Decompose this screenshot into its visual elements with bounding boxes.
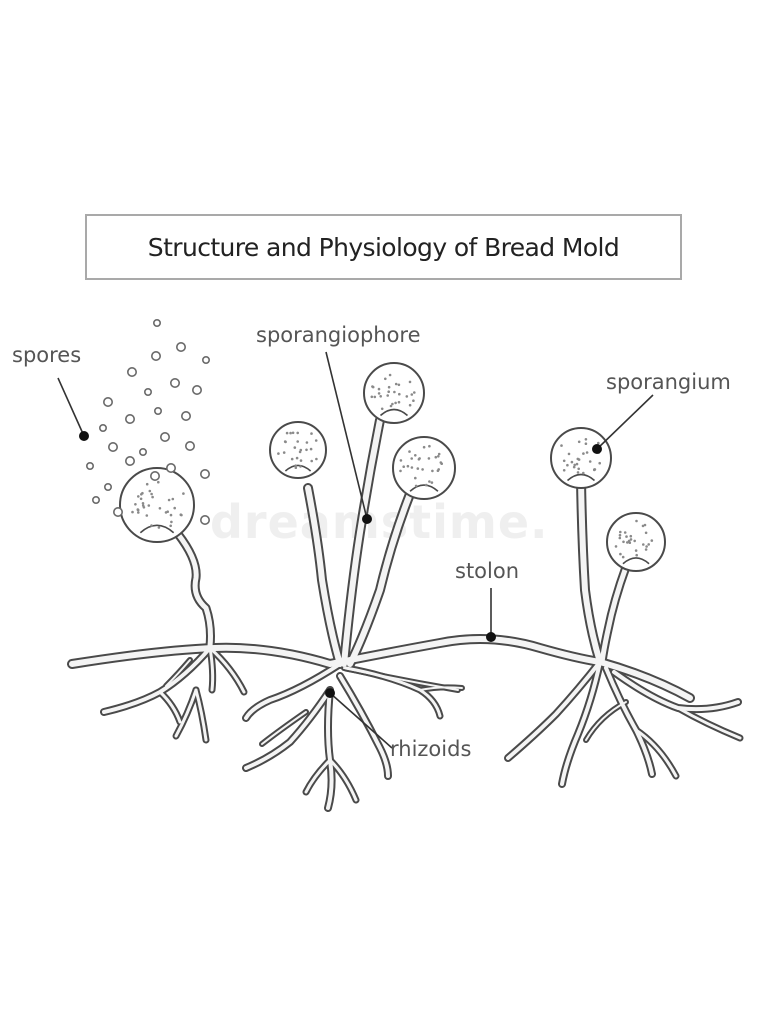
rhizoids-marker	[325, 688, 335, 698]
spores-leader	[57, 377, 85, 437]
sporangiophore-r2	[599, 564, 629, 665]
rhizoid-center-f	[338, 674, 390, 778]
spore	[181, 410, 192, 421]
sporangium-center-3	[392, 436, 456, 500]
rhizoid-center-a	[244, 662, 342, 720]
spore	[151, 350, 162, 361]
spore	[200, 468, 211, 479]
spore	[144, 387, 153, 396]
rhizoid-right-a	[506, 660, 602, 760]
rhizoid-left-c	[208, 646, 215, 692]
spore	[125, 413, 136, 424]
sporangiophore-c1	[305, 485, 343, 667]
spore	[166, 462, 177, 473]
sporangiophore-marker	[362, 514, 372, 524]
sporangiophore-r1	[578, 477, 603, 665]
spore	[103, 396, 114, 407]
sporangium-center-2	[363, 362, 425, 424]
rhizoid-left-d	[208, 646, 246, 694]
spore	[192, 384, 203, 395]
title-box: Structure and Physiology of Bread Mold	[85, 214, 682, 280]
sporangium-left	[119, 467, 195, 543]
spore	[108, 441, 119, 452]
spores-group	[86, 318, 211, 525]
diagram-title: Structure and Physiology of Bread Mold	[147, 232, 620, 262]
sporangium-center-1	[269, 421, 327, 479]
sporangiophore-left	[175, 531, 213, 649]
spore	[113, 506, 124, 517]
label-spores: spores	[12, 343, 81, 367]
spore	[200, 514, 211, 525]
label-sporangiophore: sporangiophore	[256, 323, 421, 347]
stolon-marker	[486, 632, 496, 642]
rhizoid-left-e	[174, 688, 198, 738]
sporangium-marker	[592, 444, 602, 454]
spore	[139, 447, 148, 456]
spore	[154, 406, 163, 415]
sporangiophore-c3	[347, 491, 413, 667]
rhizoid-left-b	[158, 690, 182, 724]
leader-lines	[57, 351, 654, 749]
spore	[99, 423, 108, 432]
rhizoid-center-b	[244, 688, 332, 770]
rhizoid-left-f	[194, 688, 208, 742]
rhizoids-leader	[329, 692, 393, 749]
spore	[176, 341, 187, 352]
sporangium-leader	[596, 394, 654, 450]
sporangia-group	[119, 362, 666, 572]
sporangiophore-c2	[341, 417, 383, 667]
rhizoid-center-d	[328, 758, 358, 802]
rhizoid-center-i	[343, 667, 459, 691]
spore	[202, 355, 211, 364]
rhizoid-right-g-outline	[583, 699, 629, 743]
spore	[125, 455, 136, 466]
rhizoid-right-b	[560, 660, 602, 786]
rhizoid-right-g	[585, 701, 627, 741]
spores-marker	[79, 431, 89, 441]
spore	[104, 482, 113, 491]
sporangium-right-2	[606, 512, 666, 572]
spore	[150, 470, 161, 481]
label-rhizoids: rhizoids	[390, 737, 471, 761]
sporangiophore-leader	[325, 351, 368, 520]
label-stolon: stolon	[455, 559, 519, 583]
spore	[170, 377, 181, 388]
rhizoid-center-j	[261, 711, 307, 745]
label-sporangium: sporangium	[606, 370, 731, 394]
sporangium-right-1	[550, 427, 612, 489]
rhizoid-left-g	[165, 659, 191, 687]
watermark-text: dreamstime.	[210, 495, 549, 549]
spore	[127, 366, 138, 377]
spore	[160, 431, 171, 442]
spore	[92, 495, 101, 504]
rhizoid-right-f	[676, 706, 742, 740]
spore	[86, 461, 95, 470]
label-markers	[79, 431, 602, 698]
spore	[185, 440, 196, 451]
spore	[153, 318, 162, 327]
rhizoid-center-e	[304, 758, 332, 794]
rhizoid-right-e	[634, 728, 678, 778]
hyphae-group	[67, 415, 744, 812]
